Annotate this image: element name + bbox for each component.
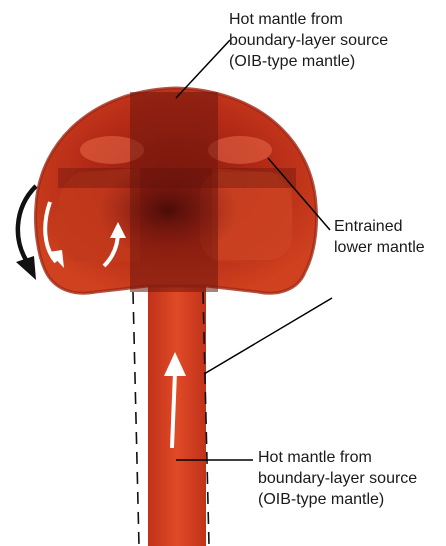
label-top-line1: Hot mantle from (229, 9, 388, 30)
conduit-boundary-left (133, 292, 139, 546)
label-hot-mantle-top: Hot mantle from boundary-layer source (O… (229, 9, 388, 72)
outer-circulation-arrow-head (16, 256, 36, 280)
outer-circulation-arrow (18, 186, 36, 266)
label-bot-line3: (OIB-type mantle) (258, 489, 417, 510)
label-hot-mantle-bottom: Hot mantle from boundary-layer source (O… (258, 447, 417, 510)
label-top-line3: (OIB-type mantle) (229, 51, 388, 72)
plume-conduit (148, 285, 206, 546)
horizontal-band (58, 168, 296, 188)
label-top-line2: boundary-layer source (229, 30, 388, 51)
leader-line-right (204, 298, 332, 374)
label-mid-line1: Entrained (334, 216, 425, 237)
label-bot-line1: Hot mantle from (258, 447, 417, 468)
label-entrained-lower-mantle: Entrained lower mantle (334, 216, 425, 258)
label-bot-line2: boundary-layer source (258, 468, 417, 489)
label-mid-line2: lower mantle (334, 237, 425, 258)
